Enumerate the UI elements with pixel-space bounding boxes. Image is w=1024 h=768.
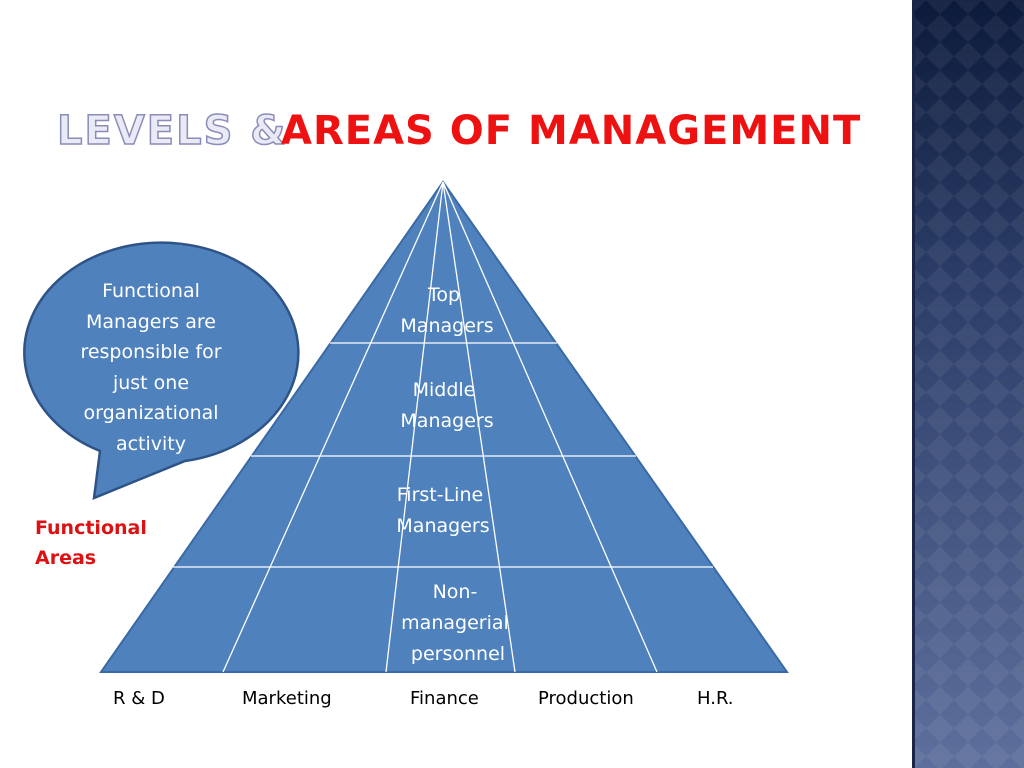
area-divider-2 [385,181,444,673]
callout-line: organizational [83,402,219,424]
side-panel-edge [912,0,915,768]
area-label-production: Production [538,688,634,709]
callout-line: Managers are [86,310,216,333]
speech-bubble [23,241,300,500]
level-middle-managers: Middle Managers [400,379,493,432]
callout-line: Functional [102,280,200,302]
title-levels: LEVELS & [56,107,288,155]
callout-line: activity [115,432,187,455]
area-label-finance: Finance [410,688,479,709]
level-non-managerial-personnel: Non- managerial personnel [401,581,515,665]
area-divider-4 [442,181,658,673]
area-divider-3 [442,181,516,673]
level-top-managers: Top Managers [400,284,493,337]
callout-line: just one [112,371,190,394]
area-divider-1 [222,181,444,673]
callout-line: responsible for [80,341,222,363]
functional-areas-label: Functional Areas [35,517,147,569]
pyramid-shape [99,180,789,673]
decorative-side-panel [912,0,1024,768]
callout-text: Functional Managers are responsible for … [40,276,262,459]
level-first-line-managers: First-Line Managers [396,484,489,537]
area-label-rnd: R & D [113,688,165,709]
title-areas-of-management: AREAS OF MANAGEMENT [281,108,862,154]
area-label-hr: H.R. [697,688,734,709]
area-label-marketing: Marketing [242,688,332,709]
